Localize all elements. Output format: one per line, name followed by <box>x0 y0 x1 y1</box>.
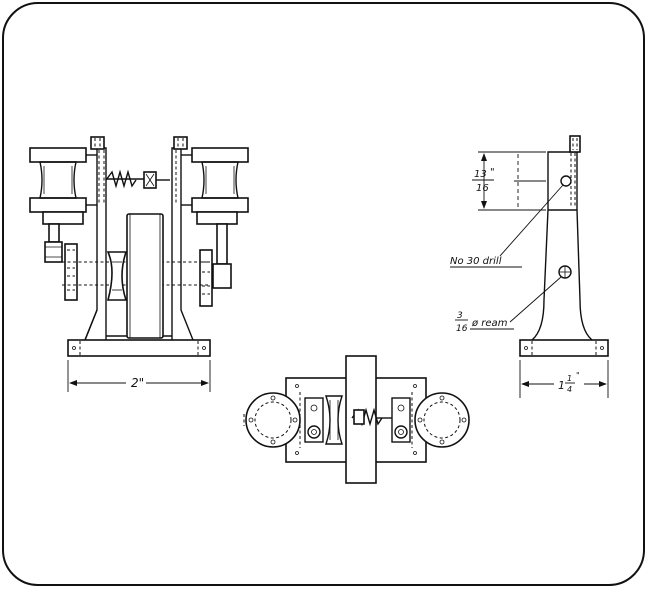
ream-num: 3 <box>457 311 463 321</box>
drawing-frame <box>2 2 645 586</box>
right-reel-core <box>201 161 239 199</box>
height-den: 16 <box>476 183 489 194</box>
side-height-dimension: 13 " 16 <box>472 151 546 211</box>
drill-hole <box>560 175 572 187</box>
left-reel-core <box>39 161 77 199</box>
worm-screw <box>105 169 170 189</box>
plan-right-upright <box>391 397 411 443</box>
plan-left-reel <box>245 392 301 448</box>
plan-pulley <box>325 395 343 445</box>
right-reel-top-flange <box>191 147 249 163</box>
drill-label: No 30 drill <box>450 256 502 267</box>
front-view: 2" <box>29 136 249 392</box>
svg-text:": " <box>576 371 580 380</box>
ream-den: 16 <box>456 324 468 334</box>
plan-left-upright <box>304 397 324 443</box>
side-width-dimension: 1 1 4 " <box>519 360 609 398</box>
front-width-dimension: 2" <box>67 360 211 392</box>
ream-leader <box>509 276 562 323</box>
side-stud <box>569 135 581 153</box>
left-gear <box>64 243 78 301</box>
height-num: 13 <box>474 169 487 180</box>
side-base-plate <box>519 339 609 357</box>
left-reel-bracket <box>42 211 84 225</box>
right-upright <box>171 147 194 341</box>
left-spindle <box>48 223 60 243</box>
side-view: 13 " 16 No 30 drill 3 16 ø ream 1 1 4 " <box>450 135 609 398</box>
plan-view <box>243 355 470 484</box>
front-width-label: 2" <box>131 376 144 390</box>
front-pulley <box>106 251 128 301</box>
left-stud <box>90 136 105 150</box>
ream-label: ø ream <box>471 318 508 329</box>
right-gear <box>199 249 213 307</box>
height-unit: " <box>490 167 495 178</box>
front-drum <box>126 213 164 339</box>
side-width-whole: 1 <box>558 379 565 392</box>
side-width-num: 1 <box>567 374 572 383</box>
front-base-plate <box>67 339 211 357</box>
right-stud <box>173 136 188 150</box>
drill-leader <box>499 184 564 257</box>
left-reel-bottom-flange <box>29 197 87 213</box>
right-gear-hub <box>212 263 232 289</box>
left-gear-hub <box>44 241 63 263</box>
right-spindle <box>216 223 228 265</box>
left-reel-top-flange <box>29 147 87 163</box>
left-upright <box>84 147 107 341</box>
side-width-den: 4 <box>567 385 572 394</box>
plan-right-reel <box>414 392 470 448</box>
right-reel-bracket <box>196 211 238 225</box>
side-upright <box>531 151 593 341</box>
right-reel-bottom-flange <box>191 197 249 213</box>
